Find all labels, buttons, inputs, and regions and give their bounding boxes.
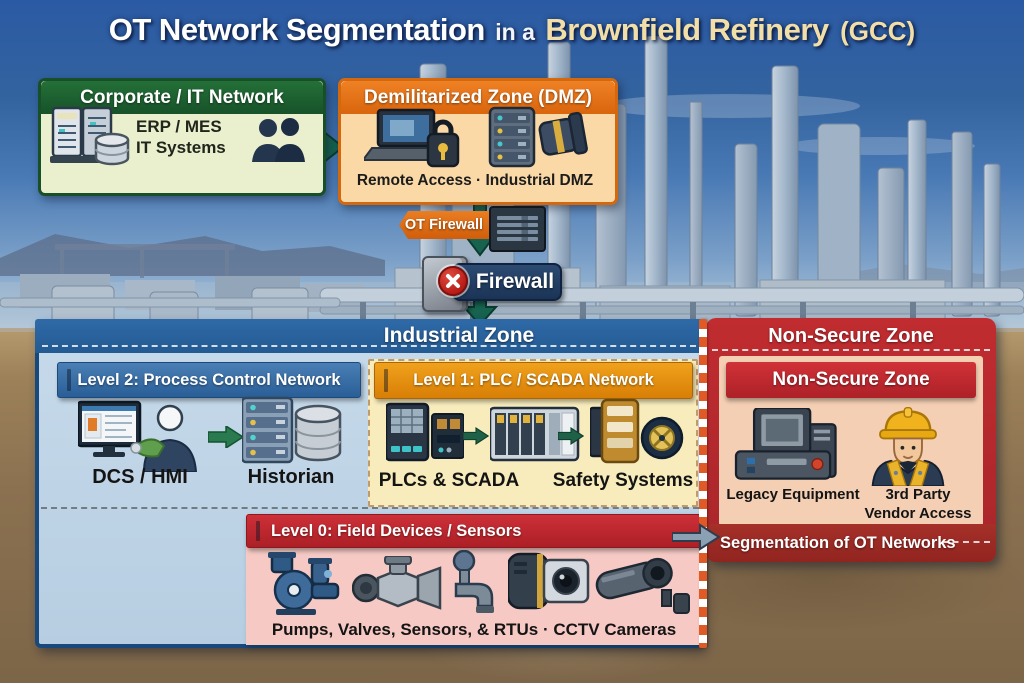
corporate-it-box: Corporate / IT Network — [38, 78, 326, 196]
level2-header-accent — [67, 369, 71, 391]
valve-icon — [352, 556, 442, 610]
historian-icon — [242, 396, 342, 464]
corporate-label-line1: ERP / MES — [136, 117, 222, 136]
industrial-dmz-icon — [488, 106, 588, 168]
non-secure-dashed-border — [699, 319, 707, 648]
blocked-x-icon — [438, 266, 468, 296]
title-suffix: (GCC) — [840, 16, 916, 46]
title-highlight: Brownfield Refinery — [545, 12, 829, 47]
it-users-icon — [252, 118, 305, 162]
dmz-label: Remote Access · Industrial DMZ — [356, 172, 594, 189]
cctv-camera-icon — [595, 557, 690, 614]
industrial-zone-header: Industrial Zone — [35, 319, 703, 353]
non-secure-inner-title: Non-Secure Zone — [772, 369, 930, 390]
non-secure-zone-title: Non-Secure Zone — [768, 324, 934, 347]
ot-firewall-banner: OT Firewall — [399, 211, 489, 239]
dmz-header: Demilitarized Zone (DMZ) — [341, 81, 615, 114]
plc-rack-icon — [490, 406, 580, 462]
vendor-label-line1: 3rd Party — [885, 486, 951, 503]
level0-header: Level 0: Field Devices / Sensors — [246, 514, 702, 548]
vendor-label-line2: Vendor Access — [864, 505, 972, 522]
segmentation-dashed-line — [942, 541, 990, 543]
segmentation-footer-label: Segmentation of OT Networks — [720, 533, 956, 552]
remote-access-icon — [364, 108, 460, 168]
vendor-worker-icon — [871, 407, 945, 486]
level2-item2-label: Historian — [247, 466, 335, 488]
corporate-it-header: Corporate / IT Network — [41, 81, 323, 114]
level0-header-accent — [256, 521, 260, 541]
segmentation-footer: Segmentation of OT Networks — [706, 524, 996, 562]
flow-arrow-icon — [558, 427, 584, 445]
level1-item1-label: PLCs & SCADA — [378, 470, 520, 491]
firewall-appliance-panel — [489, 206, 546, 252]
firewall-plate: Firewall — [452, 263, 562, 301]
non-secure-header-dashed-line — [712, 349, 990, 351]
flow-arrow-icon — [463, 427, 489, 445]
it-server-icon — [50, 106, 130, 166]
industrial-zone-title: Industrial Zone — [383, 324, 535, 347]
level1-item2-label: Safety Systems — [552, 470, 694, 491]
safety-system-icon — [590, 398, 684, 464]
level0-to-segmentation-arrow — [672, 523, 720, 551]
non-secure-zone: Non-Secure Zone Non-Secure Zone — [706, 318, 996, 562]
title-connector: in a — [495, 19, 535, 45]
plc-scada-icon — [386, 402, 464, 462]
non-secure-inner-header: Non-Secure Zone — [726, 362, 976, 398]
level2-header-label: Level 2: Process Control Network — [77, 370, 341, 389]
level0-label: Pumps, Valves, Sensors, & RTUs · CCTV Ca… — [271, 620, 677, 639]
pump-icon — [268, 552, 340, 615]
field-camera-icon — [508, 552, 590, 610]
zone-dashed-separator — [41, 507, 699, 509]
level2-item1-label: DCS / HMI — [92, 466, 188, 488]
title-main: OT Network Segmentation — [108, 12, 486, 47]
zone-header-dashed-line — [42, 345, 696, 347]
corporate-label-line2: IT Systems — [136, 138, 226, 157]
level1-header-label: Level 1: PLC / SCADA Network — [413, 371, 654, 389]
sensor-icon — [452, 550, 494, 613]
legacy-computer-icon — [734, 408, 837, 480]
level2-header: Level 2: Process Control Network — [57, 362, 361, 398]
page-title: OT Network Segmentation in a Brownfield … — [0, 12, 1024, 48]
level1-header: Level 1: PLC / SCADA Network — [374, 362, 693, 399]
ot-firewall-label: OT Firewall — [404, 217, 484, 233]
level1-header-accent — [384, 369, 388, 392]
level0-header-label: Level 0: Field Devices / Sensors — [271, 521, 522, 540]
legacy-equipment-label: Legacy Equipment — [726, 486, 860, 503]
flow-arrow-icon — [208, 426, 244, 448]
hmi-operator-icon — [78, 400, 198, 472]
firewall-label: Firewall — [475, 270, 555, 293]
non-secure-zone-header: Non-Secure Zone — [706, 318, 996, 354]
